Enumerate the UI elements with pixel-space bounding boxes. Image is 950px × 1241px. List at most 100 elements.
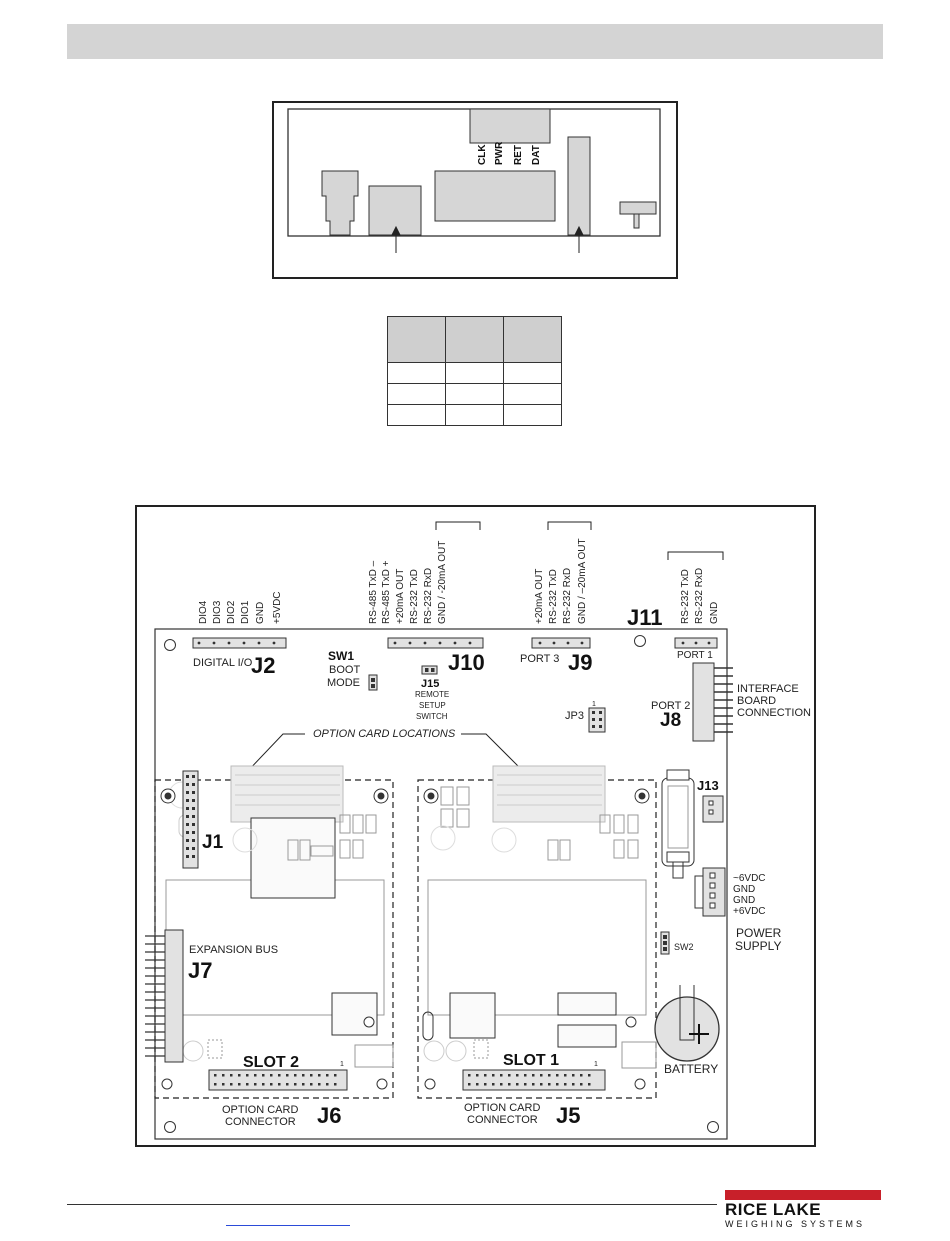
pin-label-clk: CLK — [477, 144, 488, 165]
top-center-block — [434, 170, 556, 222]
j13-label: J13 — [697, 778, 719, 793]
j11-label: J11 — [627, 605, 663, 630]
top-pin-labels: CLK PWR RET DAT — [477, 141, 542, 165]
remote-label: REMOTE — [415, 690, 449, 699]
interface-label-2: BOARD — [737, 695, 776, 707]
j2-connector — [192, 637, 287, 649]
table-row — [387, 362, 562, 384]
j1-connector — [182, 770, 199, 869]
j2-pin-label: DIO1 — [240, 600, 251, 624]
top-figure: CLK PWR RET DAT — [287, 108, 661, 253]
header-bar — [67, 24, 883, 59]
j10-pin-label: RS-232 TxD — [409, 569, 420, 624]
j11-pin-label: GND — [709, 602, 720, 624]
pin-label-ret: RET — [513, 145, 524, 165]
expansion-bus-label: EXPANSION BUS — [189, 944, 278, 956]
option-card-connector-label: CONNECTOR — [225, 1116, 296, 1128]
power-supply-label-1: POWER — [736, 926, 782, 940]
j2-pin-label: +5VDC — [272, 591, 283, 624]
j9-connector — [531, 637, 591, 649]
j7-connector — [164, 929, 184, 1063]
port3-label: PORT 3 — [520, 653, 559, 665]
board-outline — [154, 628, 728, 1140]
top-rj-block — [368, 185, 422, 236]
j9-label: J9 — [568, 650, 592, 675]
power-pin-label: GND — [733, 895, 755, 906]
port2-label: PORT 2 — [651, 700, 690, 712]
sw1-label: SW1 — [328, 649, 354, 663]
table-row — [387, 404, 562, 426]
option-card-connector-label: OPTION CARD — [222, 1104, 298, 1116]
jp3-connector — [588, 707, 606, 733]
setup-label: SETUP — [419, 701, 446, 710]
j10-pin-label: RS-485 TxD – — [368, 560, 379, 624]
j15-label: J15 — [421, 678, 439, 690]
j2-pin-label: DIO4 — [198, 600, 209, 624]
mode-label: MODE — [327, 677, 360, 689]
pin-label-pwr: PWR — [494, 141, 505, 165]
j10-pin-label: RS-485 TxD + — [381, 560, 392, 624]
slot2-label: SLOT 2 — [243, 1054, 299, 1071]
mounting-holes — [164, 635, 719, 1133]
jumper-table — [387, 316, 562, 426]
slot2-card — [154, 765, 394, 1099]
j11-pin-label: RS-232 TxD — [680, 569, 691, 624]
j2-pin-label: DIO2 — [226, 600, 237, 624]
option-card-connector-label: CONNECTOR — [467, 1114, 538, 1126]
power-pin-label: GND — [733, 884, 755, 895]
slot1-pin-number: 1 — [594, 1061, 598, 1068]
j11-bracket — [667, 551, 724, 560]
main-figure-frame — [135, 505, 816, 1147]
top-figure-frame — [272, 101, 678, 279]
j8-connector — [692, 662, 715, 742]
j2-label: J2 — [251, 653, 275, 678]
j10-pin-label: +20mA OUT — [395, 569, 406, 624]
j10-connector — [387, 637, 484, 649]
boot-label: BOOT — [329, 664, 360, 676]
pin-label-dat: DAT — [531, 145, 542, 165]
power-supply-label-2: SUPPLY — [735, 939, 781, 953]
j9-pin-label: GND / –20mA OUT — [577, 538, 588, 624]
j10-label: J10 — [448, 650, 485, 675]
j9-pin-label: RS-232 TxD — [548, 569, 559, 624]
j11-pin-label: RS-232 RxD — [694, 568, 705, 624]
footer-link[interactable] — [226, 1225, 350, 1226]
j15-connector — [421, 665, 438, 675]
j13-connector — [702, 795, 724, 823]
logo-tagline: WEIGHING SYSTEMS — [725, 1219, 866, 1229]
footer-rule — [67, 1204, 717, 1205]
switch-label: SWITCH — [416, 712, 448, 721]
slot1-card — [417, 765, 657, 1099]
jp3-label: JP3 — [565, 710, 584, 722]
j10-bracket — [435, 521, 481, 530]
top-left-connector — [321, 170, 359, 236]
slot2-pin-number: 1 — [340, 1061, 344, 1068]
power-pin-label: +6VDC — [733, 906, 766, 917]
port1-label: PORT 1 — [677, 650, 713, 661]
jp3-pin-number: 1 — [592, 701, 596, 708]
interface-label-1: INTERFACE — [737, 683, 799, 695]
option-card-locations-label: OPTION CARD LOCATIONS — [313, 728, 456, 740]
sw2-label: SW2 — [674, 942, 694, 952]
digital-io-label: DIGITAL I/O — [193, 657, 253, 669]
j10-pin-label: GND / -20mA OUT — [437, 541, 448, 624]
logo-red-bar — [725, 1190, 881, 1200]
j6-slot-connector — [208, 1069, 348, 1091]
slot1-label: SLOT 1 — [503, 1052, 559, 1069]
j6-label: J6 — [317, 1103, 341, 1128]
j8-label: J8 — [660, 710, 681, 731]
j2-pin-label: DIO3 — [212, 600, 223, 624]
battery-label: BATTERY — [664, 1062, 718, 1076]
option-card-connector-label: OPTION CARD — [464, 1102, 540, 1114]
rice-lake-logo: RICE LAKE WEIGHING SYSTEMS — [725, 1190, 881, 1230]
j9-pin-label: RS-232 RxD — [562, 568, 573, 624]
j1-label: J1 — [202, 832, 224, 853]
j9-bracket — [547, 521, 592, 530]
top-arrows — [391, 225, 584, 253]
top-header-block — [469, 108, 551, 144]
sw1-switch — [368, 674, 378, 691]
table-header-row — [387, 316, 562, 363]
power-pin-label: ~6VDC — [733, 873, 766, 884]
j10-pin-label: RS-232 RxD — [423, 568, 434, 624]
